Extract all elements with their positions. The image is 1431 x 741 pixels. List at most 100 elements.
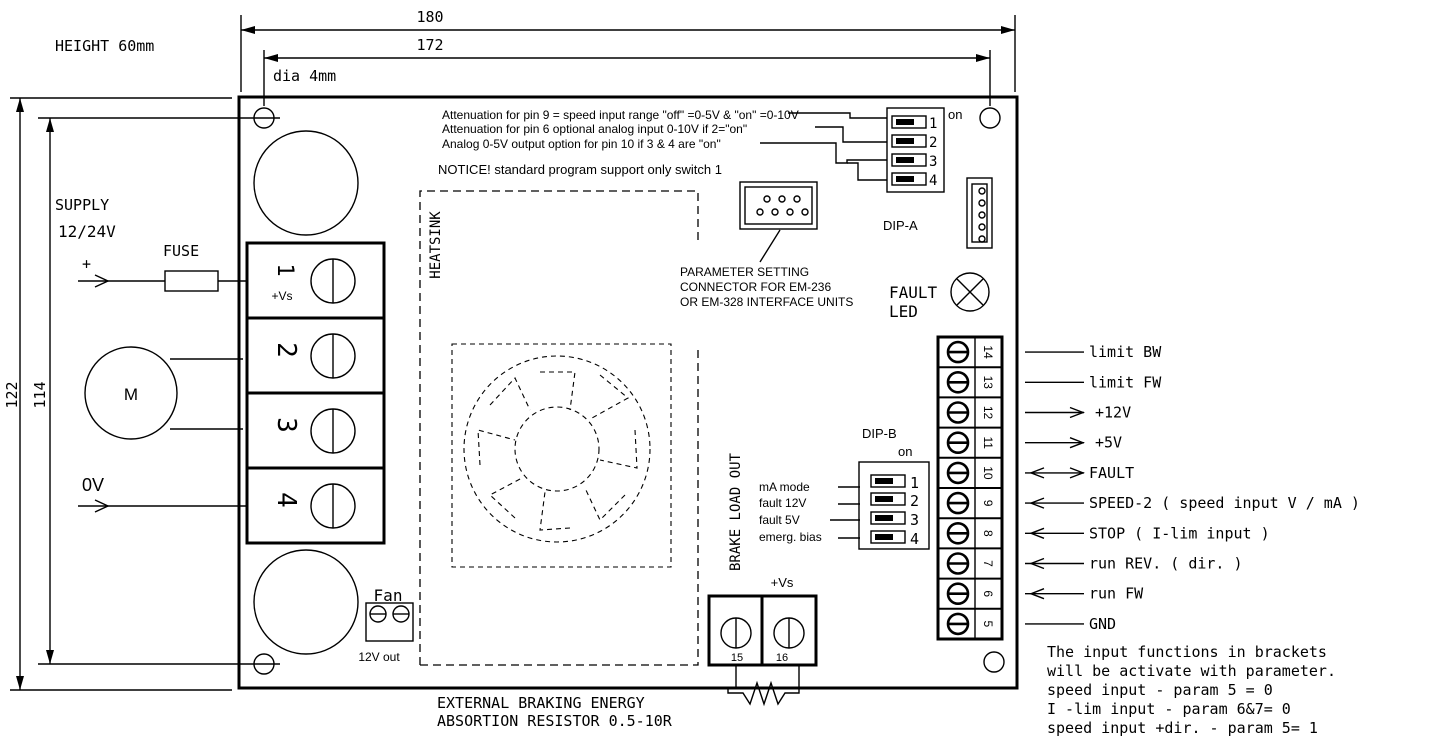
dip-a-switch-1[interactable]: 1 bbox=[891, 115, 937, 132]
parameter-connector-line-1: PARAMETER SETTING bbox=[680, 265, 809, 279]
fan-label: Fan bbox=[374, 586, 403, 605]
height-label: HEIGHT 60mm bbox=[55, 37, 154, 55]
signal-terminal-14-number: 14 bbox=[981, 345, 995, 359]
dip-b-switch-3-number: 3 bbox=[910, 511, 919, 529]
dimension-lines bbox=[10, 15, 1016, 691]
dip-b-switch-3[interactable]: 3 bbox=[870, 511, 919, 529]
supply-zero-arrow bbox=[94, 499, 110, 513]
signal-terminal-12-label: +12V bbox=[1095, 404, 1131, 422]
attenuation-note-3: Analog 0-5V output option for pin 10 if … bbox=[442, 137, 721, 151]
supply-voltage-label: 12/24V bbox=[58, 222, 116, 241]
footnote-line-1: The input functions in brackets bbox=[1047, 643, 1327, 661]
dip-a-switch-2-number: 2 bbox=[929, 135, 937, 151]
fan-blades bbox=[477, 371, 638, 531]
signal-terminal-8-label: STOP ( I-lim input ) bbox=[1089, 524, 1270, 542]
capacitor-top bbox=[253, 130, 359, 236]
dip-b-switch-1-number: 1 bbox=[910, 474, 919, 492]
programming-header[interactable] bbox=[966, 177, 993, 249]
fault-led-label-1: FAULT bbox=[889, 283, 938, 302]
brake-resistor-symbol bbox=[727, 665, 800, 707]
power-terminal-1[interactable]: 1 +Vs bbox=[271, 258, 356, 304]
brake-terminal-15[interactable]: 15 bbox=[720, 617, 752, 664]
signal-terminal-8-number: 8 bbox=[981, 530, 995, 537]
fan-connector[interactable] bbox=[365, 602, 414, 642]
signal-terminal-12[interactable]: 12+12V bbox=[938, 396, 1131, 424]
brake-terminal-15-number: 15 bbox=[731, 652, 743, 664]
brake-terminal-16[interactable]: 16 bbox=[773, 617, 805, 664]
signal-terminal-6-number: 6 bbox=[981, 590, 995, 597]
notice-text: NOTICE! standard program support only sw… bbox=[438, 162, 722, 177]
width-outer-label: 180 bbox=[416, 8, 443, 26]
heatsink-outline bbox=[419, 190, 699, 665]
power-terminal-2[interactable]: 2 bbox=[271, 333, 356, 379]
dip-b-switch-2[interactable]: 2 bbox=[870, 492, 919, 510]
signal-terminal-8[interactable]: 8 STOP ( I-lim input ) bbox=[938, 517, 1270, 545]
supply-plus-arrow bbox=[94, 274, 110, 288]
signal-terminal-6[interactable]: 6 run FW bbox=[938, 577, 1144, 606]
dip-a-on-label: on bbox=[948, 107, 962, 122]
power-terminal-1-sub: +Vs bbox=[271, 289, 292, 303]
fan-rotor-outer bbox=[463, 355, 651, 543]
signal-terminal-7-label: run REV. ( dir. ) bbox=[1089, 555, 1243, 573]
supply-plus-label: + bbox=[82, 255, 91, 273]
dip-a-switch-4[interactable]: 4 bbox=[891, 172, 937, 189]
height-inner-label: 114 bbox=[31, 381, 49, 408]
dip-b-leader-lines bbox=[830, 486, 860, 539]
dip-b-switch-4-number: 4 bbox=[910, 530, 919, 548]
parameter-connector[interactable] bbox=[739, 181, 818, 230]
dip-a-housing bbox=[886, 107, 945, 193]
signal-terminal-5-label: GND bbox=[1089, 615, 1116, 633]
parameter-connector-leader bbox=[759, 229, 781, 263]
brake-resistor-label-2: ABSORTION RESISTOR 0.5-10R bbox=[437, 712, 673, 730]
power-terminal-1-number: 1 bbox=[272, 263, 297, 276]
dip-b-on-label: on bbox=[898, 444, 912, 459]
signal-terminal-6-label: run FW bbox=[1089, 585, 1144, 603]
width-inner-label: 172 bbox=[416, 36, 443, 54]
heatsink-label: HEATSINK bbox=[428, 211, 444, 279]
signal-terminal-9-number: 9 bbox=[981, 500, 995, 507]
motor-symbol bbox=[84, 346, 178, 440]
signal-terminal-11-number: 11 bbox=[981, 436, 995, 449]
dip-b-label-2: fault 12V bbox=[759, 496, 806, 510]
dip-a-label: DIP-A bbox=[883, 218, 918, 233]
power-terminal-4[interactable]: 4 bbox=[271, 483, 356, 529]
motor-label: M bbox=[124, 385, 138, 404]
supply-zero-label: 0V bbox=[82, 475, 104, 495]
signal-terminal-11[interactable]: 11 +5V bbox=[938, 426, 1122, 455]
parameter-connector-line-3: OR EM-328 INTERFACE UNITS bbox=[680, 295, 853, 309]
dip-b-switch-1[interactable]: 1 bbox=[870, 474, 919, 492]
dip-a-leader-lines bbox=[760, 112, 887, 181]
dip-a-switch-2[interactable]: 2 bbox=[891, 134, 937, 151]
footnote-line-5: speed input +dir. - param 5= 1 bbox=[1047, 719, 1318, 737]
dip-a-switch-3[interactable]: 3 bbox=[891, 153, 937, 170]
fan-area-outline bbox=[451, 343, 672, 568]
dip-b-switch-4[interactable]: 4 bbox=[870, 530, 919, 548]
signal-terminal-11-label: +5V bbox=[1095, 434, 1122, 452]
power-terminal-2-number: 2 bbox=[271, 342, 301, 358]
brake-resistor-label-1: EXTERNAL BRAKING ENERGY bbox=[437, 694, 645, 712]
dip-b-label-3: fault 5V bbox=[759, 513, 800, 527]
brake-terminal-block bbox=[707, 594, 818, 667]
power-terminal-4-number: 4 bbox=[271, 492, 301, 508]
fan-rotor-hub bbox=[514, 406, 600, 492]
mounting-holes bbox=[253, 107, 1005, 675]
dip-a-switch-1-number: 1 bbox=[929, 116, 937, 132]
board-outline bbox=[237, 95, 1019, 690]
hole-diameter-label: dia 4mm bbox=[273, 67, 336, 85]
dip-b-label-4: emerg. bias bbox=[759, 530, 822, 544]
fault-led-label-2: LED bbox=[889, 302, 918, 321]
heatsink-outline-lower bbox=[420, 350, 699, 666]
signal-terminal-10-label: FAULT bbox=[1089, 464, 1134, 482]
dip-b-label-1: mA mode bbox=[759, 480, 810, 494]
footnote-line-4: I -lim input - param 6&7= 0 bbox=[1047, 700, 1291, 718]
power-terminal-3[interactable]: 3 bbox=[271, 408, 356, 454]
footnote-line-2: will be activate with parameter. bbox=[1047, 662, 1336, 680]
